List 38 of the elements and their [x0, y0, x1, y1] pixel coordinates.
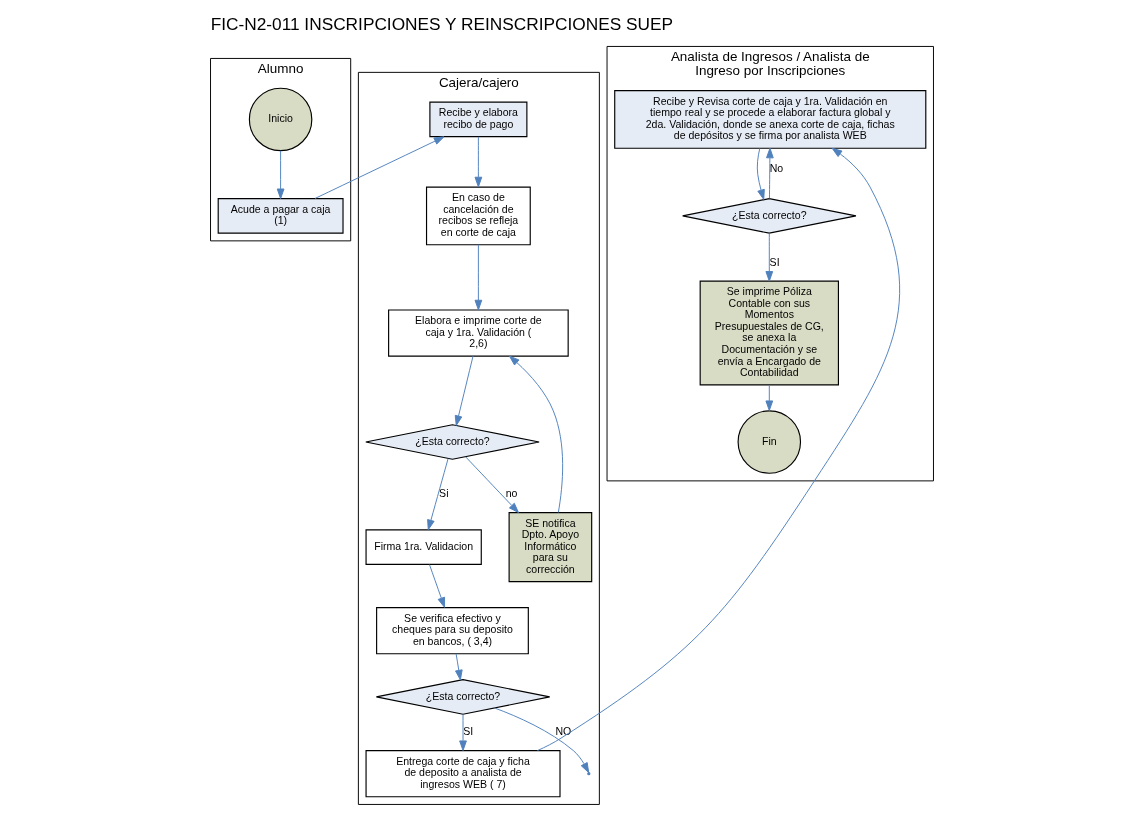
arrow [474, 244, 483, 311]
arrow [765, 232, 774, 282]
edge-label: NO [555, 725, 572, 738]
arrow [509, 355, 564, 514]
node-circle: Inicio [248, 87, 313, 152]
node-diamond: ¿Esta correcto? [365, 424, 540, 460]
arrow [474, 136, 483, 188]
arrow [314, 136, 445, 199]
edge-label: Si [439, 487, 449, 500]
edge-label: SI [769, 255, 780, 268]
node-box: En caso de cancelación de recibos se refleja en corte de caja [425, 186, 531, 246]
arrow [459, 714, 467, 751]
edge-label: No [769, 161, 784, 174]
edge-label: SI [463, 725, 474, 738]
arrow [454, 355, 474, 426]
node-box: SE notifica Dpto. Apoyo Informático para su corrección [508, 512, 593, 583]
node-diamond: ¿Esta correcto? [375, 679, 551, 715]
node-box: Recibe y Revisa corte de caja y 1ra. Validación en tiempo real y se procede a elaborar factura global y 2da. Validación, donde se anexa corte de caja, fichas de depósitos y se firma por analista WEB [614, 90, 927, 149]
node-box: Acude a pagar a caja (1) [217, 198, 344, 234]
node-circle: Fin [737, 410, 802, 474]
node-box: Se verifica efectivo y cheques para su deposito en bancos, ( 3,4) [376, 607, 529, 655]
arrow [276, 150, 285, 200]
node-diamond: ¿Esta correcto? [682, 198, 857, 234]
arrow [465, 456, 519, 513]
arrow [427, 458, 449, 531]
arrow [429, 564, 446, 608]
arrow [455, 653, 463, 681]
node-box: Entrega corte de caja y ficha de deposito a analista de ingresos WEB ( 7) [365, 750, 561, 798]
arrow [537, 147, 901, 752]
node-box: Recibe y elabora recibo de pago [429, 101, 528, 138]
arrow [765, 384, 774, 411]
arrow [756, 147, 765, 200]
node-box: Se imprime Póliza Contable con sus Momentos Presupuestales de CG, se anexa la Documentación y se envía a Encargado de Contabilidad [699, 280, 839, 386]
arrow [766, 147, 774, 199]
edge-label: no [505, 487, 518, 500]
node-box: Elabora e imprime corte de caja y 1ra. Validación ( 2,6) [388, 309, 569, 357]
diagram-title: FIC-N2-011 INSCRIPCIONES Y REINSCRIPCIONES SUEP [210, 13, 674, 34]
node-box: Firma 1ra. Validacion [365, 529, 482, 565]
